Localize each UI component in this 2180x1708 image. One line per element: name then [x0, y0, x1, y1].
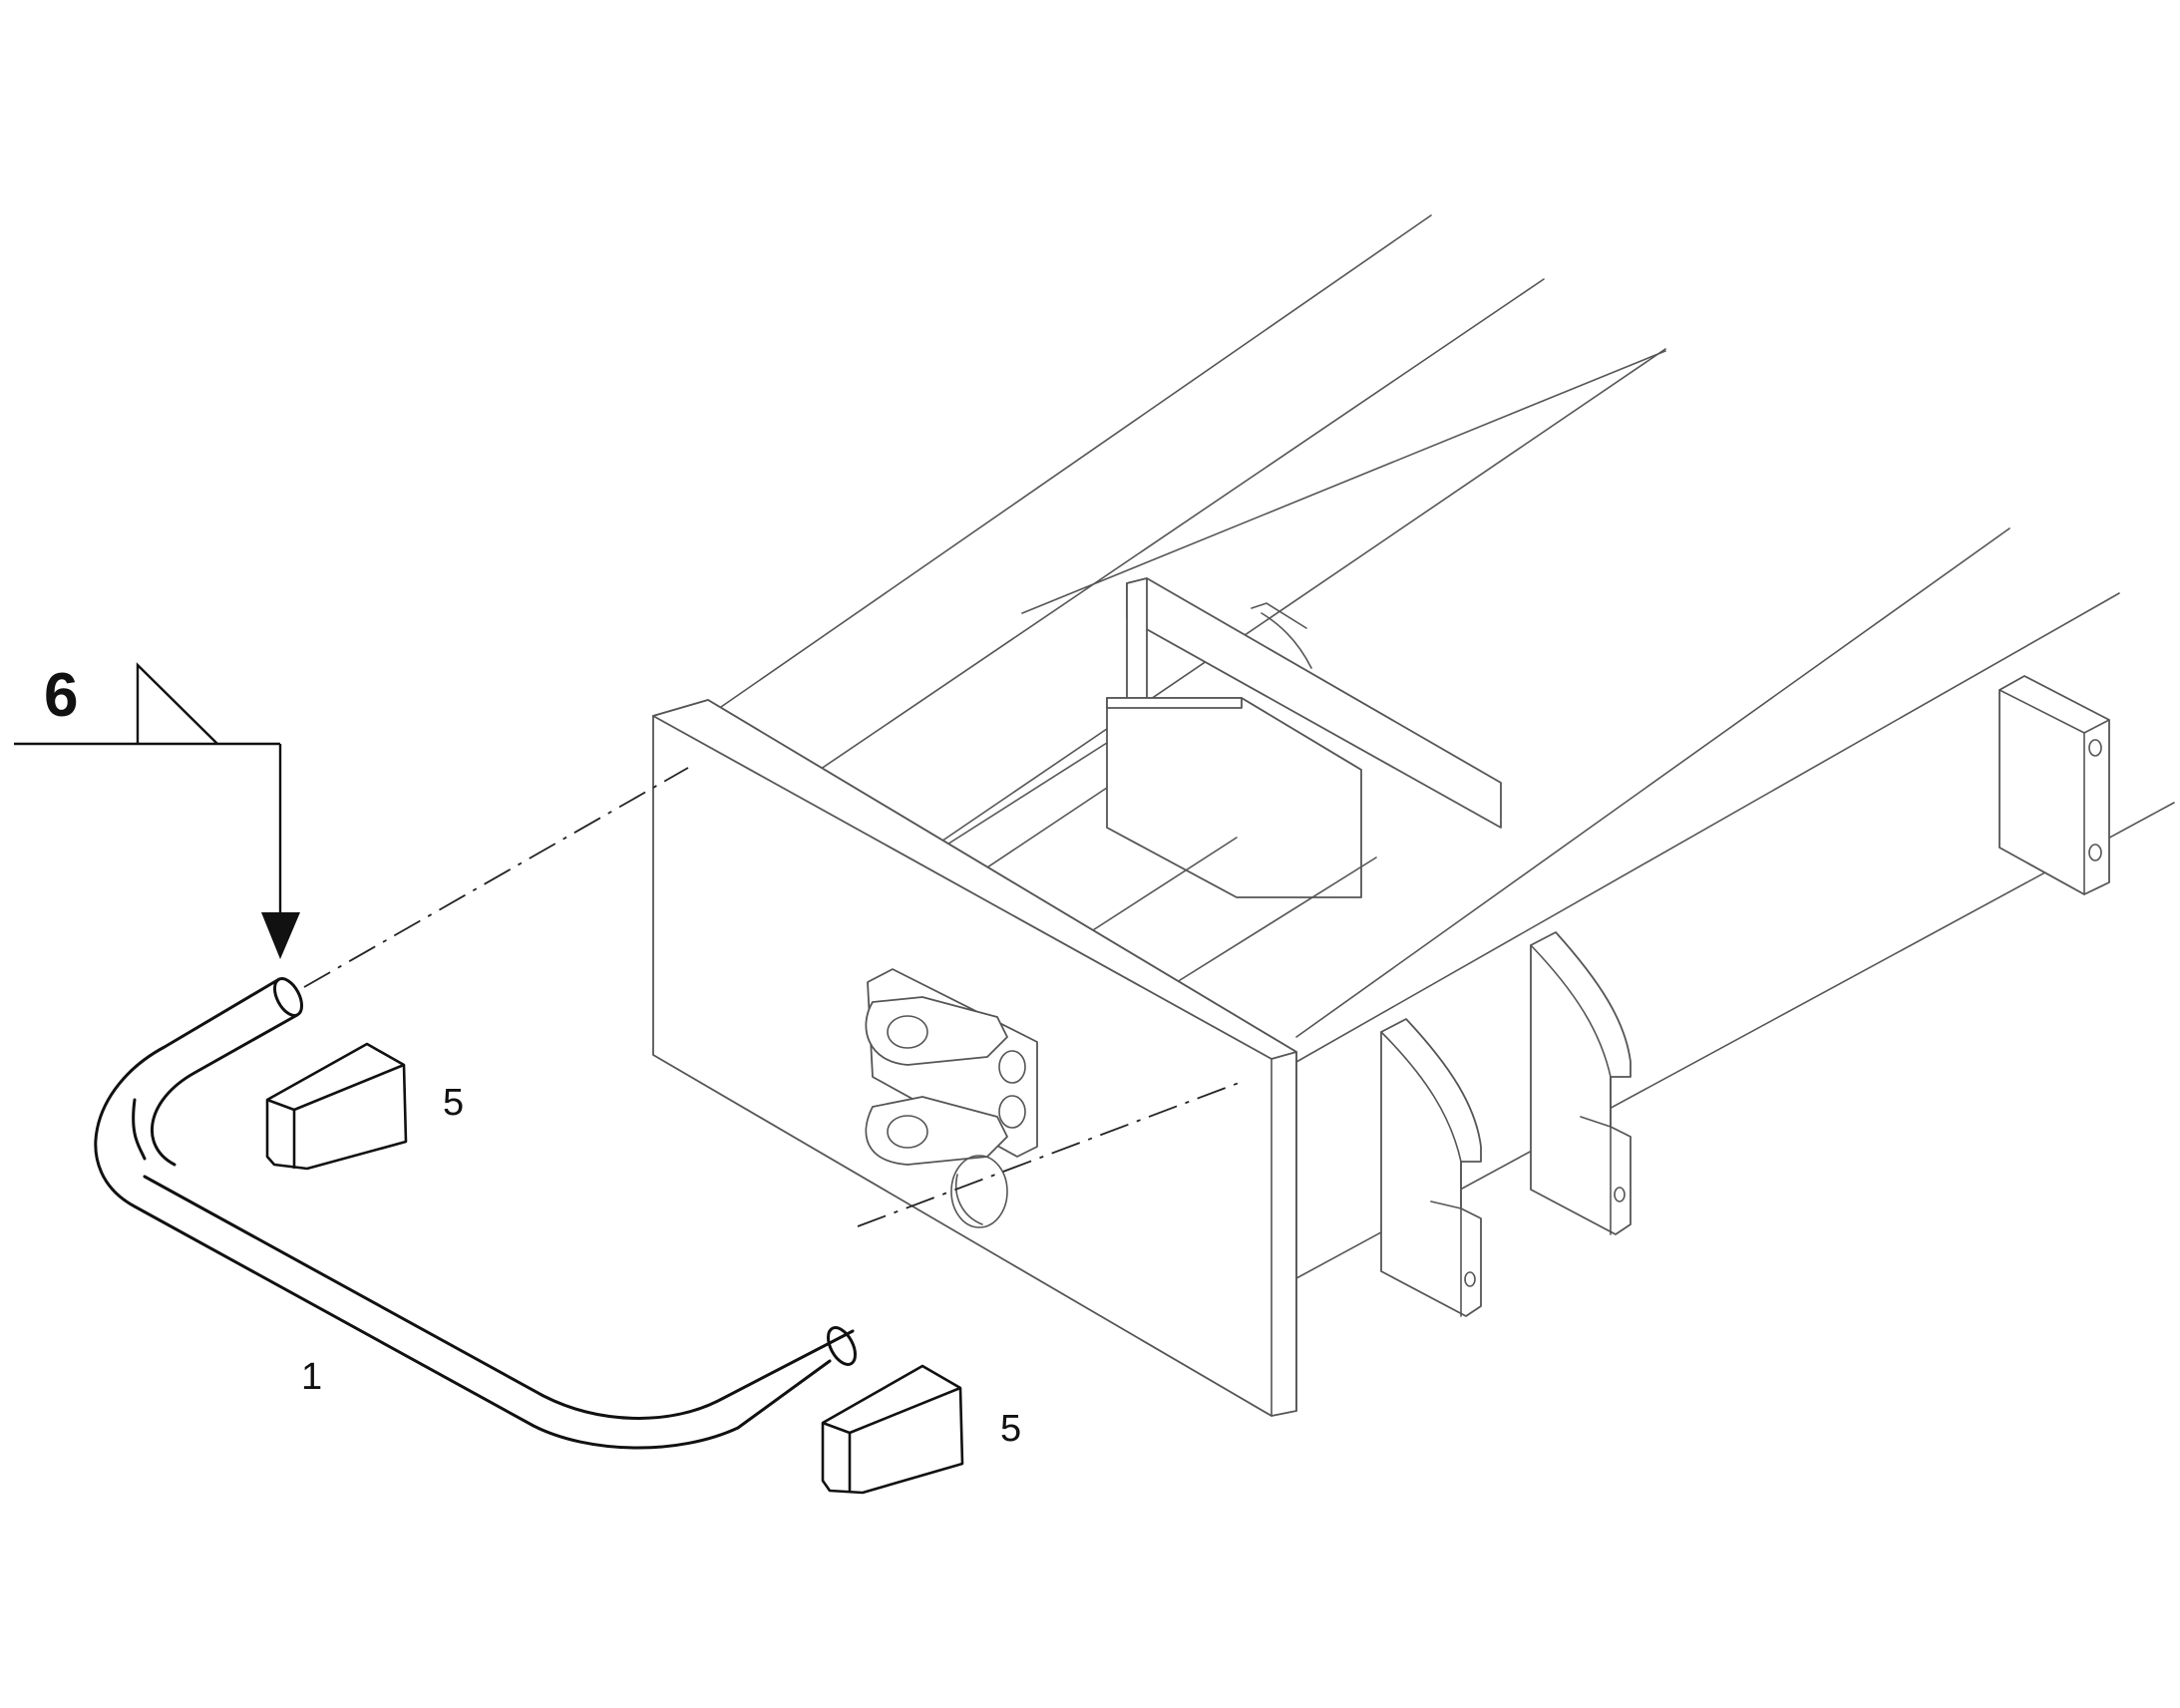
tube-part-1	[94, 977, 858, 1450]
callout-pad-lower: 5	[1000, 1408, 1021, 1450]
pad-part-5-lower	[821, 1364, 964, 1495]
weld-symbol	[14, 662, 300, 959]
pad-part-5-upper	[265, 1042, 408, 1171]
alignment-centerlines	[303, 767, 1243, 1227]
side-bracket-left	[1380, 1018, 1482, 1317]
center-block	[941, 697, 1377, 983]
rear-end-block	[1998, 675, 2110, 895]
callout-pad-upper: 5	[443, 1082, 464, 1124]
side-bracket-right	[1530, 931, 1632, 1235]
callout-weld-size: 6	[44, 661, 78, 730]
callout-tube: 1	[301, 1356, 322, 1398]
weld-arrow-head	[261, 912, 300, 959]
hitch-bracket	[865, 968, 1038, 1228]
